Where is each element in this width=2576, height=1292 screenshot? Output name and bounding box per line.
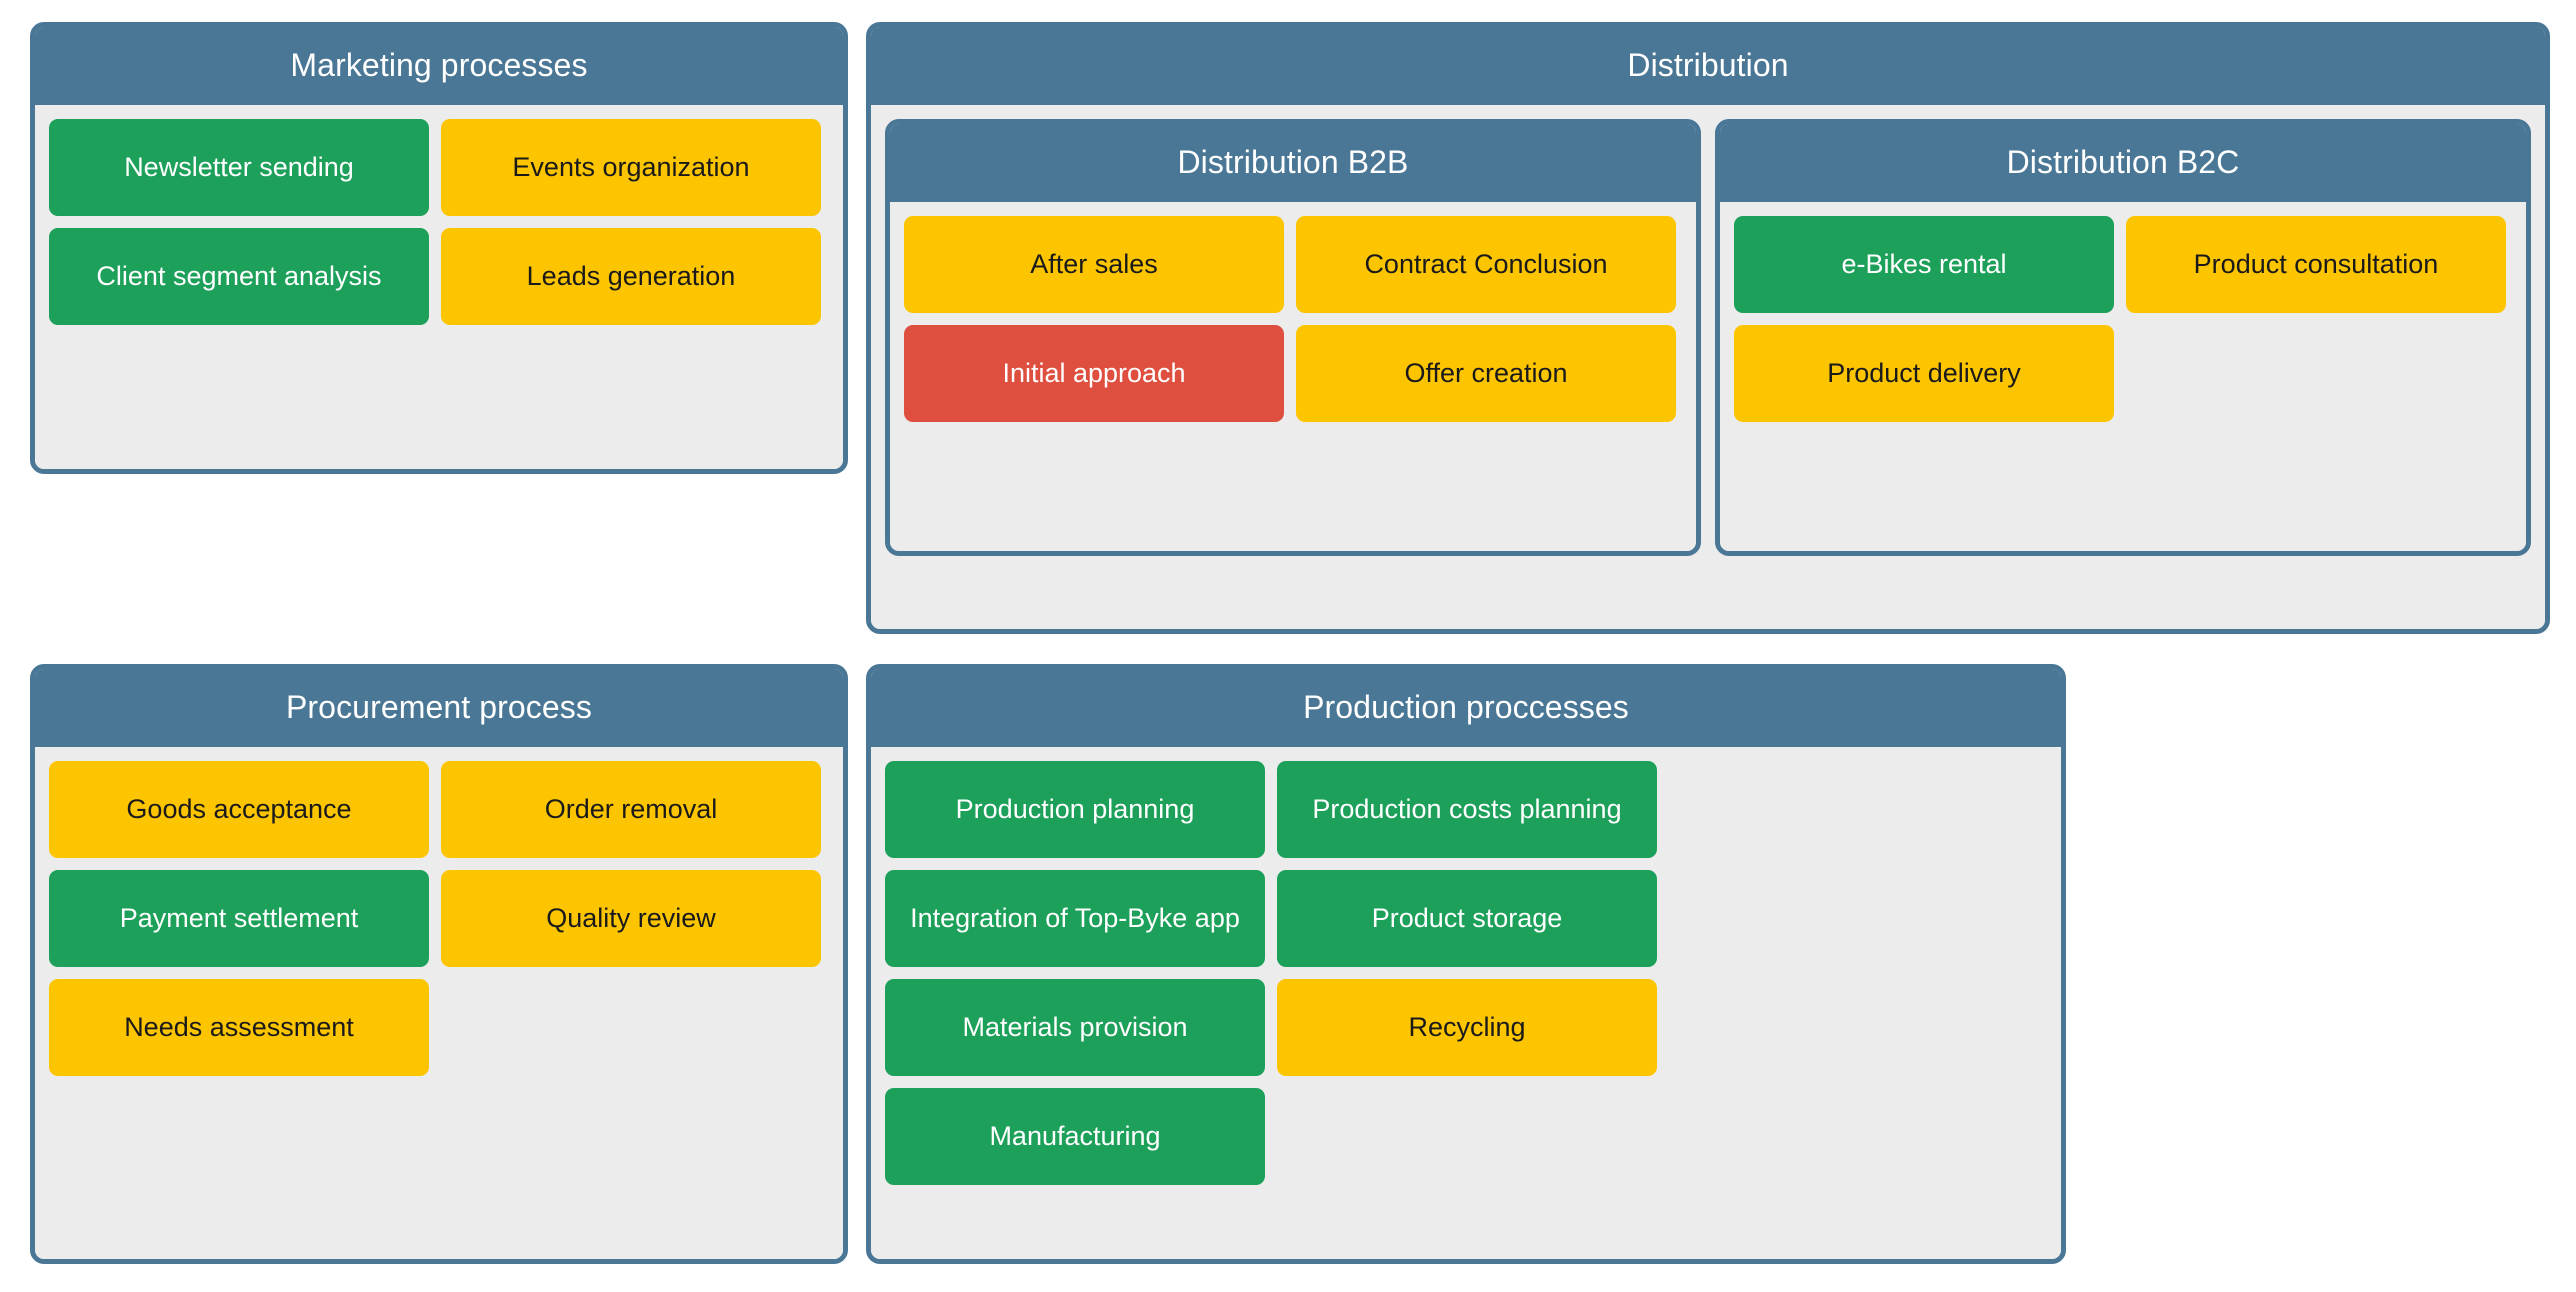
process-tile[interactable]: e-Bikes rental (1734, 216, 2114, 313)
process-tile[interactable]: Order removal (441, 761, 821, 858)
group-card-procurement[interactable]: Procurement process Goods acceptance Ord… (30, 664, 848, 1264)
group-title-marketing: Marketing processes (35, 27, 843, 105)
process-tile[interactable]: Product storage (1277, 870, 1657, 967)
process-tile[interactable]: Initial approach (904, 325, 1284, 422)
process-tile[interactable]: Goods acceptance (49, 761, 429, 858)
group-title-procurement: Procurement process (35, 669, 843, 747)
group-subgroups-distribution: Distribution B2B After sales Contract Co… (871, 105, 2545, 629)
process-tile[interactable]: Leads generation (441, 228, 821, 325)
subgroup-tiles-distribution-b2b: After sales Contract Conclusion Initial … (890, 202, 1696, 551)
process-tile[interactable]: Events organization (441, 119, 821, 216)
process-tile[interactable]: Manufacturing (885, 1088, 1265, 1185)
group-tiles-production: Production planning Production costs pla… (871, 747, 2061, 1259)
process-tile[interactable]: Product delivery (1734, 325, 2114, 422)
subgroup-title-distribution-b2b: Distribution B2B (890, 124, 1696, 202)
process-tile[interactable]: Production costs planning (1277, 761, 1657, 858)
process-tile[interactable]: Client segment analysis (49, 228, 429, 325)
group-title-distribution: Distribution (871, 27, 2545, 105)
process-tile[interactable]: Integration of Top-Byke app (885, 870, 1265, 967)
process-tile[interactable]: Recycling (1277, 979, 1657, 1076)
group-card-marketing[interactable]: Marketing processes Newsletter sending E… (30, 22, 848, 474)
process-tile[interactable]: Payment settlement (49, 870, 429, 967)
subgroup-card-distribution-b2c[interactable]: Distribution B2C e-Bikes rental Product … (1715, 119, 2531, 556)
process-tile[interactable]: Materials provision (885, 979, 1265, 1076)
group-tiles-procurement: Goods acceptance Order removal Payment s… (35, 747, 843, 1259)
subgroup-card-distribution-b2b[interactable]: Distribution B2B After sales Contract Co… (885, 119, 1701, 556)
process-tile[interactable]: Quality review (441, 870, 821, 967)
process-tile[interactable]: Production planning (885, 761, 1265, 858)
group-card-distribution[interactable]: Distribution Distribution B2B After sale… (866, 22, 2550, 634)
group-card-production[interactable]: Production proccesses Production plannin… (866, 664, 2066, 1264)
process-tile[interactable]: After sales (904, 216, 1284, 313)
process-tile[interactable]: Newsletter sending (49, 119, 429, 216)
group-title-production: Production proccesses (871, 669, 2061, 747)
process-tile[interactable]: Offer creation (1296, 325, 1676, 422)
group-tiles-marketing: Newsletter sending Events organization C… (35, 105, 843, 469)
subgroup-tiles-distribution-b2c: e-Bikes rental Product consultation Prod… (1720, 202, 2526, 551)
process-tile[interactable]: Contract Conclusion (1296, 216, 1676, 313)
process-tile[interactable]: Product consultation (2126, 216, 2506, 313)
subgroup-title-distribution-b2c: Distribution B2C (1720, 124, 2526, 202)
process-tile[interactable]: Needs assessment (49, 979, 429, 1076)
